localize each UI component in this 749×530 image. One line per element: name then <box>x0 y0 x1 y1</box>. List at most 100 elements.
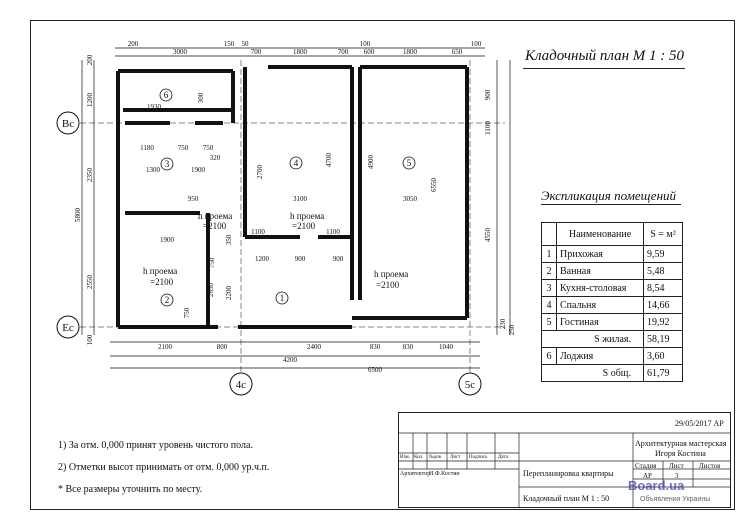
header-data: Дата <box>498 455 508 460</box>
table-cell: Лоджия <box>556 347 644 365</box>
dimension-label: 830 <box>370 343 381 351</box>
table-row-living: S жилая. 58,19 <box>541 330 683 348</box>
organization-name-2: Игоря Костина <box>655 449 706 458</box>
dimension-label: 4700 <box>325 153 333 168</box>
opening-label: h проема <box>290 211 324 221</box>
dimension-label: 2350 <box>86 168 94 183</box>
table-row: 5 Гостиная 19,92 <box>541 313 683 331</box>
table-row: 1 Прихожая 9,59 <box>541 245 683 263</box>
title-block: 29/05/2017 АР Архитектурная мастерская И… <box>398 412 731 508</box>
dimension-label: 700 <box>338 48 349 56</box>
sheet-value: 3 <box>675 472 679 480</box>
stage-value: АР <box>643 472 652 480</box>
note-item: 2) Отметки высот принимать от отм. 0,000… <box>58 462 270 473</box>
table-row-total: S общ. 61,79 <box>541 364 683 382</box>
table-cell: 9,59 <box>643 245 683 263</box>
dimension-label: 3050 <box>403 195 418 203</box>
dimension-label: 750 <box>203 144 214 152</box>
dimension-label: 3000 <box>173 48 188 56</box>
dimension-label: 150 <box>224 40 235 48</box>
dimension-label: 1900 <box>160 236 175 244</box>
sheet-title: Кладочный план М 1 : 50 <box>523 494 610 503</box>
dimension-label: 5800 <box>74 208 82 223</box>
axis-marker: 5с <box>465 379 476 391</box>
drawing-frame <box>30 20 735 510</box>
dimension-label: 900 <box>295 255 306 263</box>
table-cell: 3 <box>541 279 557 297</box>
dimension-label: 1100 <box>251 228 265 236</box>
dimension-label: 800 <box>217 343 228 351</box>
table-row: 6 Лоджия 3,60 <box>541 347 683 365</box>
opening-label: h проема <box>198 211 232 221</box>
dimension-label: 2550 <box>86 275 94 290</box>
axis-marker: Вс <box>62 118 74 130</box>
room-number: 1 <box>280 293 285 303</box>
table-cell: 5,48 <box>643 262 683 280</box>
dimension-label: 1800 <box>293 48 308 56</box>
table-row: 3 Кухня-столовая 8,54 <box>541 279 683 297</box>
dimension-label: 1180 <box>140 144 154 152</box>
table-cell: Прихожая <box>556 245 644 263</box>
room-number: 6 <box>164 90 169 100</box>
table-row: 4 Спальня 14,66 <box>541 296 683 314</box>
dimension-label: 1100 <box>326 228 340 236</box>
sheet-label: Лист <box>669 462 684 470</box>
table-cell: Гостиная <box>556 313 644 331</box>
dimension-label: 750 <box>178 144 189 152</box>
architect-role: Архитектор <box>400 471 431 477</box>
dimension-label: 200 <box>128 40 139 48</box>
dimension-label: 1300 <box>146 166 161 174</box>
dimension-label: 1900 <box>191 166 206 174</box>
watermark-logo: Board.ua <box>628 478 685 493</box>
dimension-label: 650 <box>452 48 463 56</box>
table-header-row: Наименование S = м² <box>541 222 683 246</box>
dimension-label: 100 <box>86 334 94 345</box>
explication-table: Наименование S = м² 1 Прихожая 9,59 2 Ва… <box>541 222 683 382</box>
organization-name: Архитектурная мастерская <box>635 439 727 448</box>
dimension-label: 2100 <box>158 343 173 351</box>
axis-marker: 4с <box>236 379 247 391</box>
room-number: 3 <box>165 159 170 169</box>
room-number: 4 <box>294 158 299 168</box>
dimension-label: 1200 <box>86 93 94 108</box>
table-cell: 19,92 <box>643 313 683 331</box>
table-cell: 14,66 <box>643 296 683 314</box>
opening-value: =2100 <box>203 221 227 231</box>
dimension-label: 900 <box>484 89 492 100</box>
header-kol: Кол. <box>414 455 424 460</box>
table-cell: 1 <box>541 245 557 263</box>
architect-name: И.Ф.Костин <box>429 471 460 477</box>
room-number: 2 <box>165 295 170 305</box>
dimension-label: 1100 <box>484 121 492 135</box>
table-row: 2 Ванная 5,48 <box>541 262 683 280</box>
table-cell: 58,19 <box>643 330 683 348</box>
opening-value: =2100 <box>292 221 316 231</box>
table-cell: 3,60 <box>643 347 683 365</box>
dimension-label: 2650 <box>207 283 215 298</box>
table-cell: 6 <box>541 347 557 365</box>
opening-value: =2100 <box>376 280 400 290</box>
dimension-label: 200 <box>86 54 94 65</box>
dimension-label: 1040 <box>439 343 454 351</box>
dimension-label: 2200 <box>225 286 233 301</box>
dimension-label: 100 <box>471 40 482 48</box>
table-cell: Спальня <box>556 296 644 314</box>
dimension-label: 750 <box>208 257 216 268</box>
opening-label: h проема <box>374 269 408 279</box>
dimension-label: 6550 <box>430 178 438 193</box>
drawing-title: Кладочный план М 1 : 50 <box>525 48 685 64</box>
table-cell: S общ. <box>541 364 644 382</box>
dimension-label: 830 <box>403 343 414 351</box>
dimension-label: 4550 <box>484 228 492 243</box>
header-list: Лист <box>450 455 461 460</box>
sheets-label: Листов <box>699 462 721 470</box>
dimension-label: 2700 <box>256 165 264 180</box>
table-cell: Ванная <box>556 262 644 280</box>
note-item: * Все размеры уточнить по месту. <box>58 484 203 495</box>
notes: 1) За отм. 0,000 принят уровень чистого … <box>58 440 269 506</box>
project-code: 29/05/2017 АР <box>675 419 724 428</box>
explication-title: Экспликация помещений <box>541 188 677 203</box>
table-cell: 4 <box>541 296 557 314</box>
dimension-label: 300 <box>197 92 205 103</box>
table-cell: Кухня-столовая <box>556 279 644 297</box>
